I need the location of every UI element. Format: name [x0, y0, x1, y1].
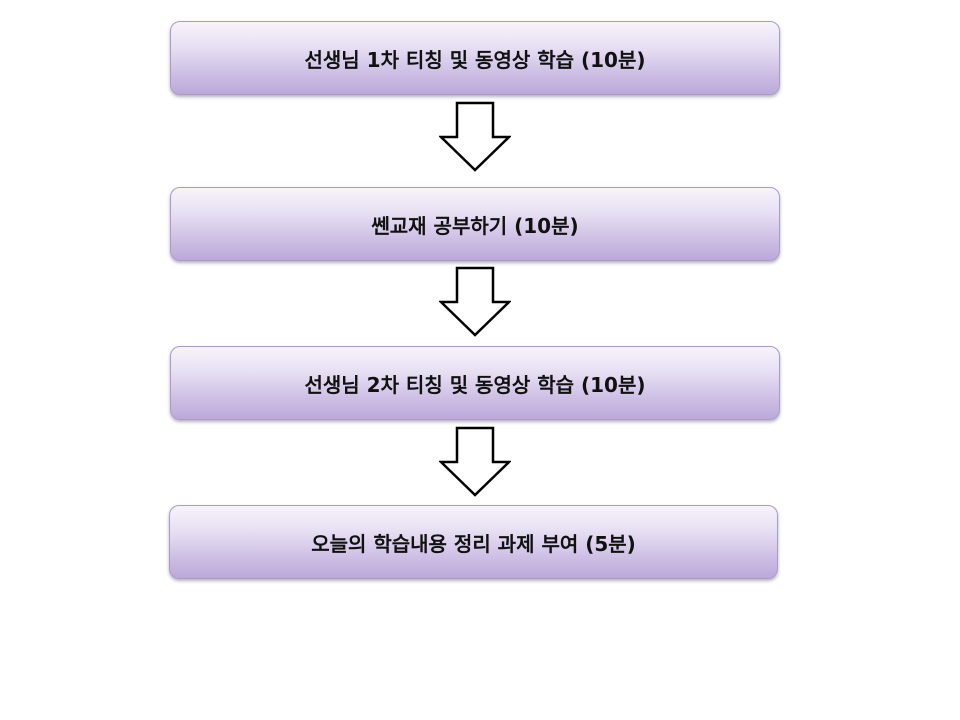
flow-step-4: 오늘의 학습내용 정리 과제 부여 (5분) [169, 505, 778, 579]
flow-step-2: 쎈교재 공부하기 (10분) [170, 187, 780, 261]
down-arrow-icon [439, 101, 511, 172]
down-arrow-icon [439, 266, 511, 337]
flow-step-1-label: 선생님 1차 티칭 및 동영상 학습 (10분) [304, 47, 646, 72]
down-arrow-icon [439, 426, 511, 497]
flow-step-3-label: 선생님 2차 티칭 및 동영상 학습 (10분) [304, 372, 646, 397]
flow-step-2-label: 쎈교재 공부하기 (10분) [371, 213, 579, 238]
flow-step-4-label: 오늘의 학습내용 정리 과제 부여 (5분) [311, 531, 636, 556]
flow-step-3: 선생님 2차 티칭 및 동영상 학습 (10분) [170, 346, 780, 420]
flow-step-1: 선생님 1차 티칭 및 동영상 학습 (10분) [170, 21, 780, 95]
